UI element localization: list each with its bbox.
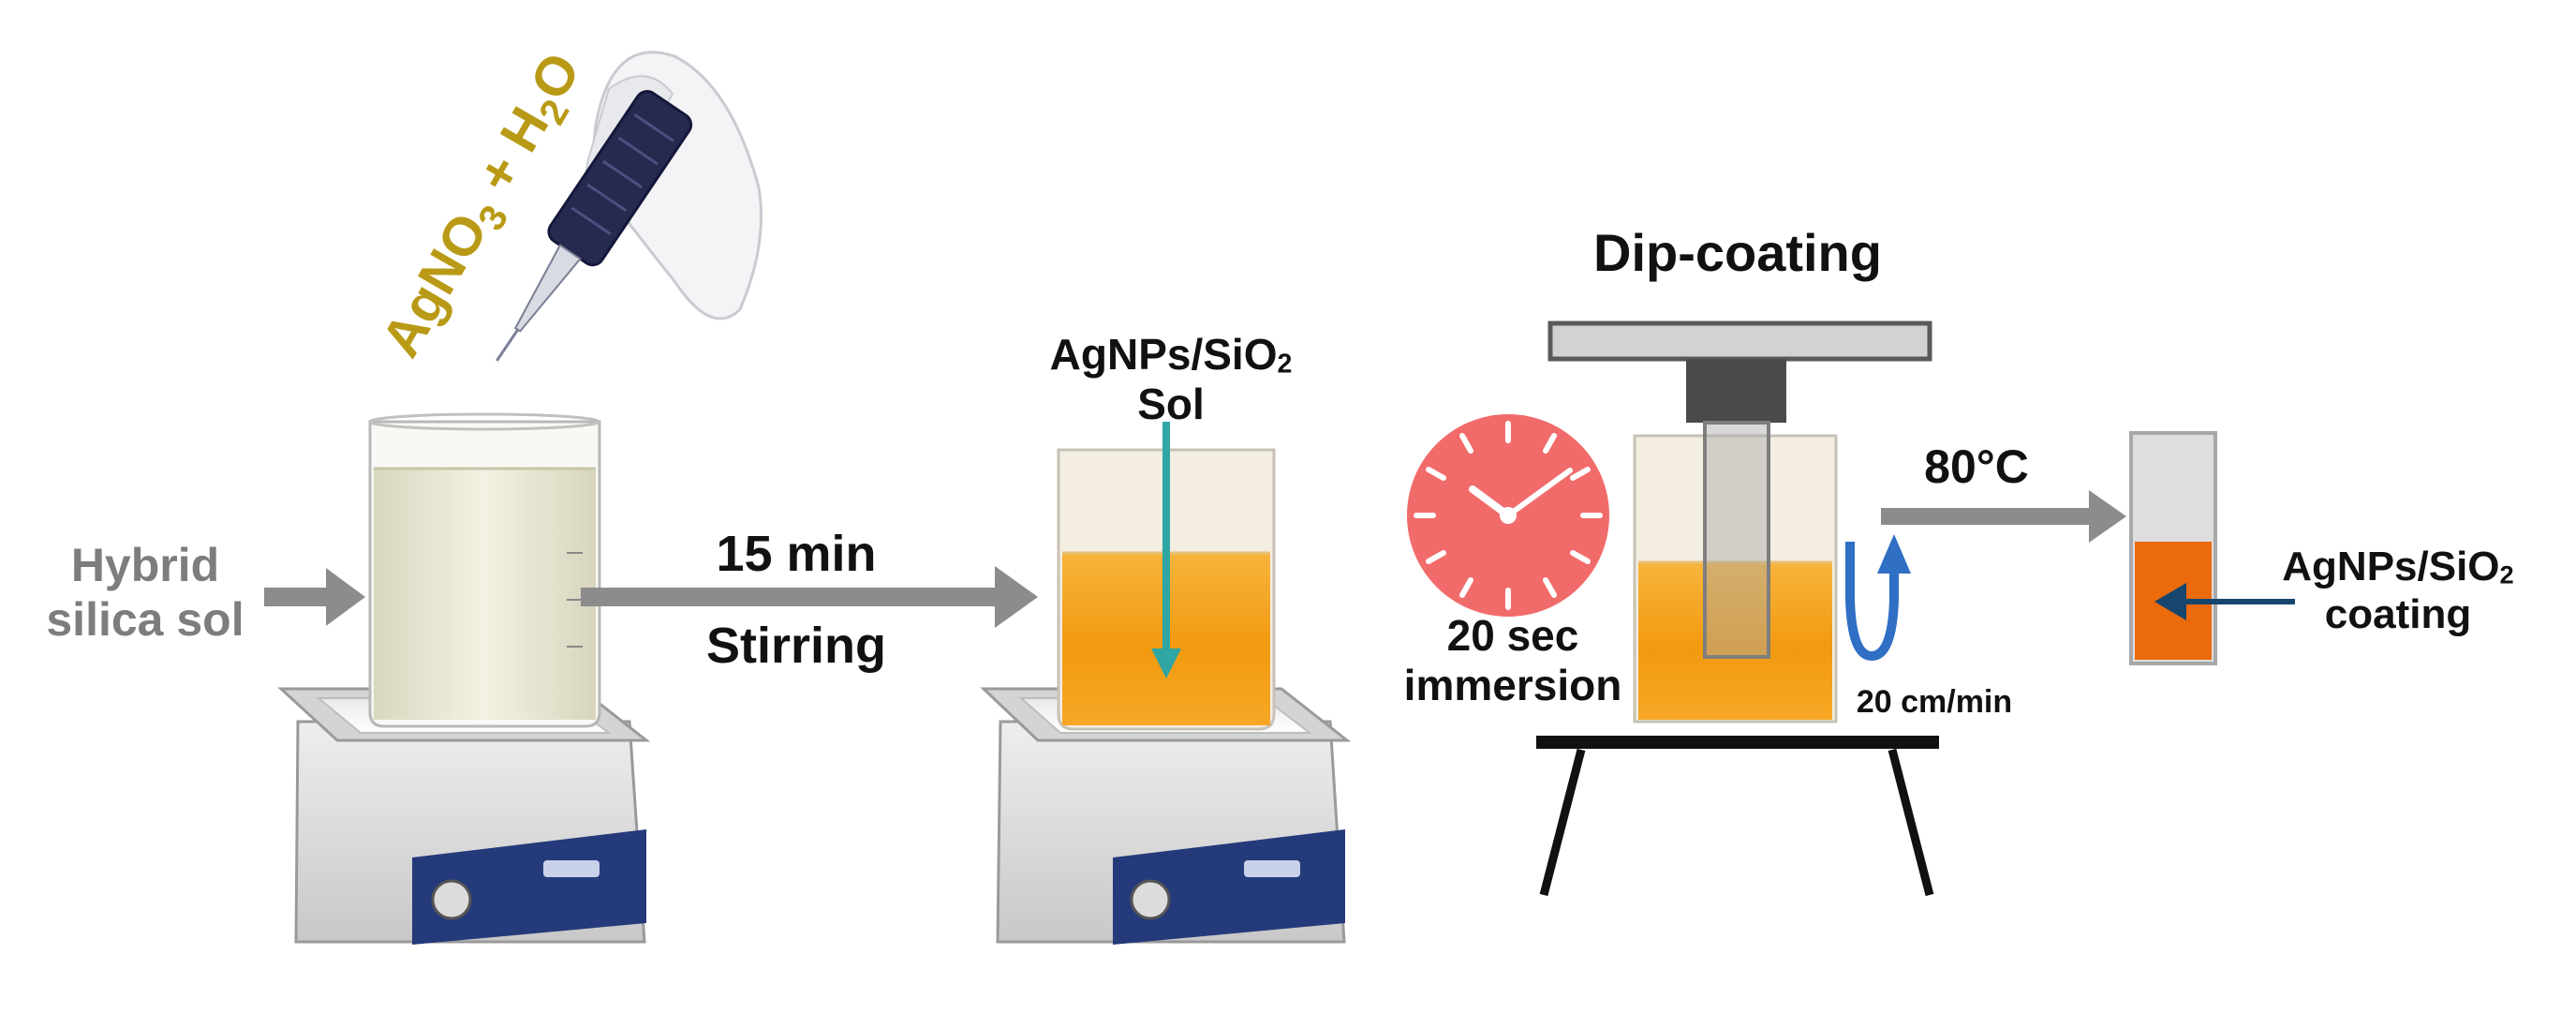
start-label: Hybrid silica sol bbox=[9, 539, 281, 647]
input-arrow bbox=[264, 568, 365, 626]
clock-icon bbox=[1407, 414, 1609, 617]
dip-coating-title: Dip-coating bbox=[1593, 223, 1882, 282]
withdraw-speed-label: 20 cm/min bbox=[1856, 684, 2013, 720]
start-label-line1: Hybrid bbox=[70, 539, 220, 591]
u-turn-arrow-icon bbox=[1845, 534, 1911, 662]
coating-label: AgNPs/SiO2 coating bbox=[2229, 544, 2567, 638]
curing-arrow bbox=[1881, 490, 2126, 543]
glass-beaker-icon bbox=[368, 412, 601, 728]
cure-temperature-label: 80°C bbox=[1924, 440, 2029, 493]
dip-coater-icon bbox=[1536, 321, 1939, 897]
sol-label-line1: AgNPs/SiO2 bbox=[1049, 330, 1293, 380]
coating-label-line1: AgNPs/SiO2 bbox=[2282, 544, 2514, 589]
sol-beaker-icon bbox=[1057, 422, 1276, 731]
start-label-line2: silica sol bbox=[46, 592, 244, 646]
coating-label-line2: coating bbox=[2324, 590, 2472, 637]
immersion-label-line1: 20 sec bbox=[1446, 611, 1579, 660]
stirring-arrow bbox=[581, 566, 1038, 628]
sol-label-line2: Sol bbox=[1137, 380, 1205, 429]
stirring-time-label: 15 min bbox=[716, 526, 877, 582]
pipette-in-gloved-hand-icon bbox=[496, 51, 762, 362]
stirring-action-label: Stirring bbox=[705, 618, 886, 674]
immersion-label: 20 sec immersion bbox=[1400, 611, 1625, 710]
sol-label: AgNPs/SiO2 Sol bbox=[998, 330, 1344, 429]
coated-substrate-vial-icon bbox=[2129, 431, 2295, 665]
immersion-label-line2: immersion bbox=[1403, 660, 1622, 709]
